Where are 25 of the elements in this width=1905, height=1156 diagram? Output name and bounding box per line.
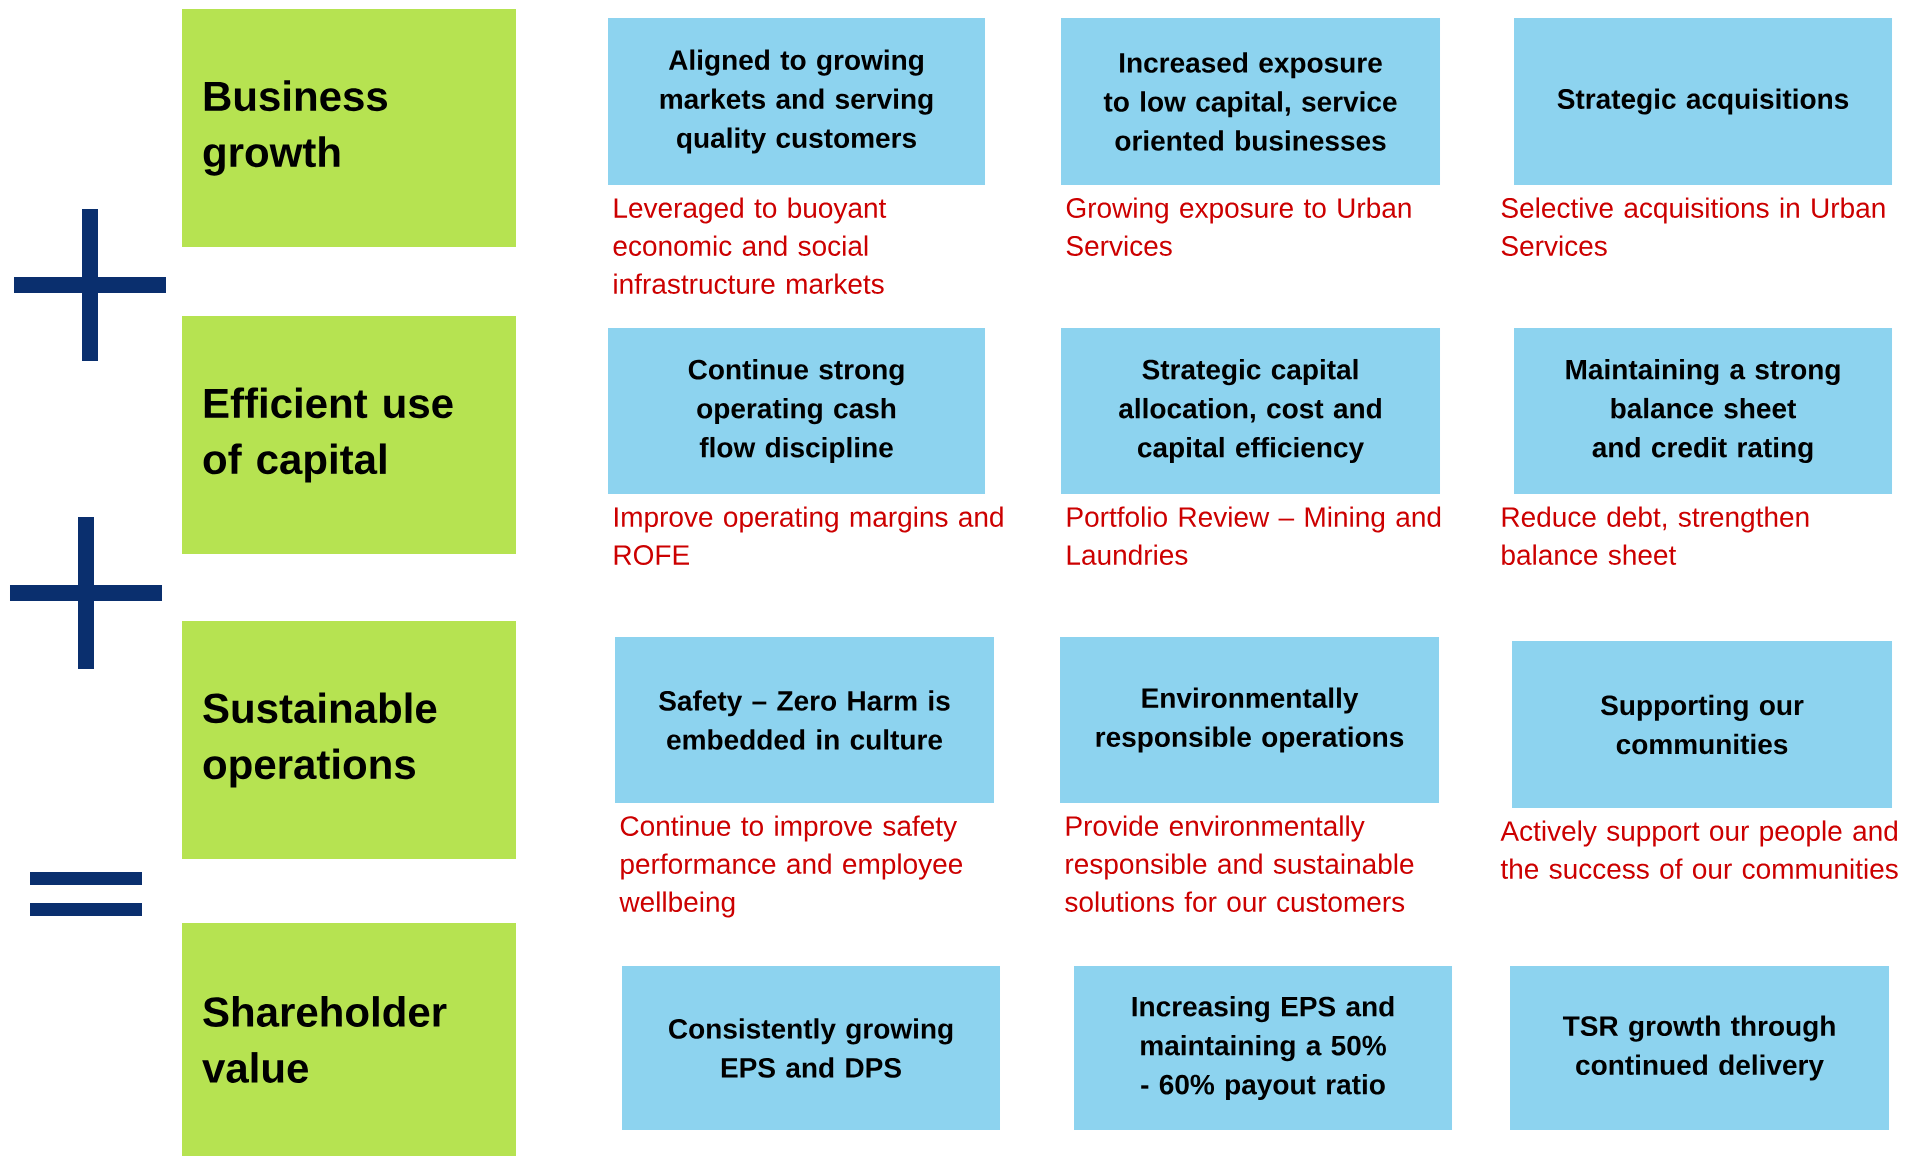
goal-box: Safety – Zero Harm is embedded in culture <box>615 637 994 803</box>
goal-box: TSR growth through continued delivery <box>1510 966 1890 1130</box>
goal-box: Aligned to growing markets and serving quality customers <box>608 18 985 185</box>
caption-text: Growing exposure to Urban Services <box>1066 197 1411 256</box>
caption-text: Actively support our people and the success of our communities <box>1500 820 1898 879</box>
caption-text: Portfolio Review – Mining and Laundries <box>1067 506 1441 565</box>
caption-text: Provide environmentally responsible and sustainable solutions for our customers <box>1065 815 1414 912</box>
goal-box: Consistently growing EPS and DPS <box>622 966 1000 1130</box>
goal-box: Supporting our communities <box>1512 641 1892 808</box>
caption-text: Reduce debt, strengthen balance sheet <box>1502 506 1809 565</box>
category-box: Sustainable operations <box>182 621 516 859</box>
goal-box: Strategic acquisitions <box>1514 18 1892 185</box>
goal-box: Maintaining a strong balance sheet and credit rating <box>1514 328 1892 494</box>
category-box: Efficient use of capital <box>182 316 516 554</box>
caption-text: Improve operating margins and ROFE <box>614 506 1003 565</box>
goal-box: Continue strong operating cash flow discipline <box>608 328 985 494</box>
goal-box: Increased exposure to low capital, service oriented businesses <box>1061 18 1440 185</box>
caption-text: Continue to improve safety performance and employee wellbeing <box>619 815 963 918</box>
goal-box: Increasing EPS and maintaining a 50% - 60% payout ratio <box>1074 966 1452 1130</box>
caption-text: Selective acquisitions in Urban Services <box>1501 197 1885 256</box>
goal-box: Environmentally responsible operations <box>1060 637 1439 803</box>
caption-text: Leveraged to buoyant economic and social infrastructure markets <box>613 197 887 294</box>
goal-box: Strategic capital allocation, cost and capital efficiency <box>1061 328 1440 494</box>
category-box: Shareholder value <box>182 923 516 1156</box>
category-box: Business growth <box>182 9 516 247</box>
